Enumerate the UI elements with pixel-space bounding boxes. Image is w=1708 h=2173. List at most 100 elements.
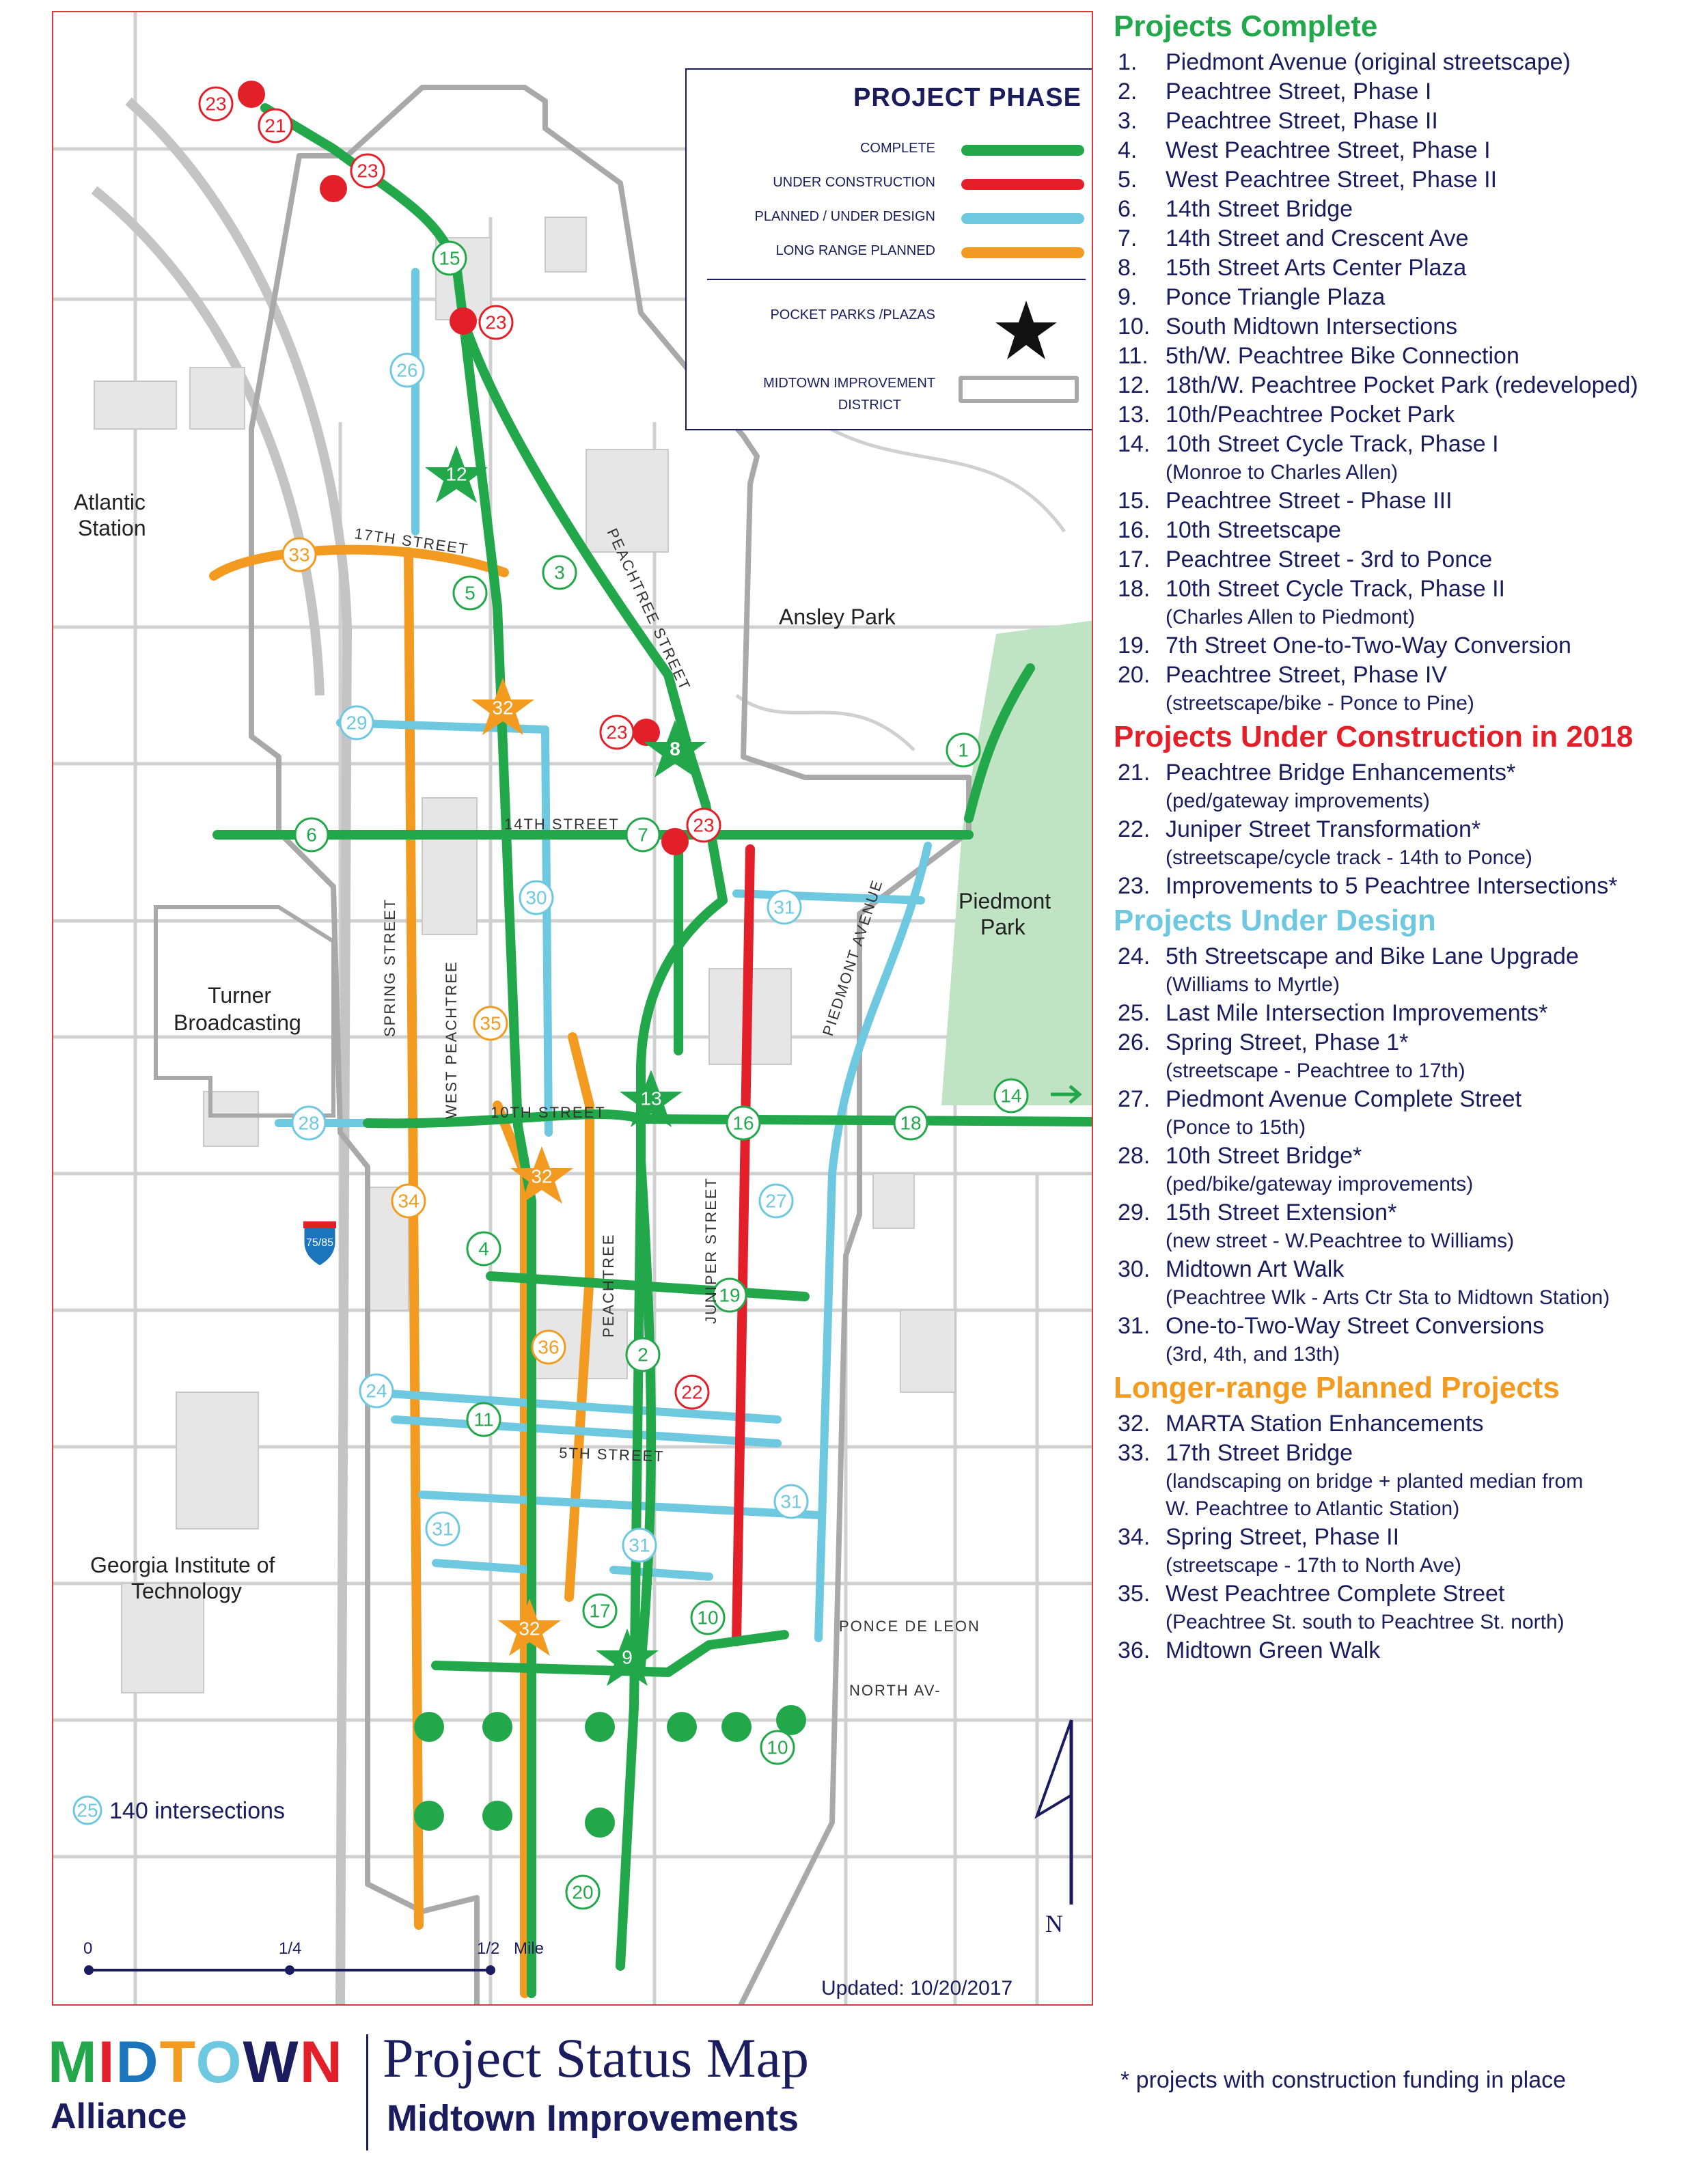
item-number: 19. [1118, 633, 1151, 659]
list-item: 17.Peachtree Street - 3rd to Ponce [1114, 545, 1708, 575]
item-number: 21. [1118, 760, 1151, 786]
list-item: 33.17th Street Bridge [1114, 1439, 1708, 1468]
logo-letter: N [299, 2030, 344, 2095]
item-text: 5th/W. Peachtree Bike Connection [1166, 343, 1519, 369]
item-number: 1. [1118, 49, 1138, 75]
scale-zero: 0 [83, 1939, 92, 1958]
marker-green [294, 240, 1029, 1910]
svg-text:26: 26 [396, 360, 417, 381]
project-list: Projects Complete 1.Piedmont Avenue (ori… [1114, 7, 1708, 1665]
logo-letter: M [48, 2030, 98, 2095]
scale-unit: Mile [514, 1939, 544, 1958]
list-item: 11.5th/W. Peachtree Bike Connection [1114, 342, 1708, 371]
svg-text:1: 1 [958, 740, 969, 761]
svg-text:32: 32 [492, 697, 513, 719]
list-item: 9.Ponce Triangle Plaza [1114, 283, 1708, 312]
item-text: 14th Street and Crescent Ave [1166, 225, 1469, 251]
legend-row-design: PLANNED / UNDER DESIGN [687, 204, 1092, 231]
street-label-ponce: PONCE DE LEON [839, 1618, 980, 1635]
legend-label: UNDER CONSTRUCTION [773, 175, 935, 190]
item-number: 13. [1118, 402, 1151, 428]
item-subtext: (Williams to Myrtle) [1166, 973, 1340, 996]
marta-stars [471, 678, 573, 1656]
item-number: 16. [1118, 517, 1151, 543]
item-number: 8. [1118, 255, 1138, 281]
pocket-park-stars [425, 445, 706, 1686]
midtown-logo: MIDTOWN [48, 2029, 344, 2096]
legend-label: DISTRICT [838, 398, 901, 413]
piedmont-park-label: Piedmont [959, 889, 1051, 913]
street-label-5th: 5TH STREET [559, 1444, 665, 1465]
street-label-north-ave: NORTH AV- [849, 1682, 941, 1699]
page-subtitle: Midtown Improvements [387, 2098, 799, 2139]
legend-swatch-complete [961, 145, 1084, 156]
legend-swatch-design [961, 213, 1084, 224]
item-text: Piedmont Avenue (original streetscape) [1166, 49, 1571, 75]
svg-text:23: 23 [693, 815, 714, 836]
legend-label: COMPLETE [859, 141, 935, 156]
svg-text:24: 24 [366, 1381, 387, 1402]
list-item: 21.Peachtree Bridge Enhancements* [1114, 758, 1708, 788]
logo-letter: I [98, 2030, 116, 2095]
piedmont-park-area [941, 620, 1092, 1105]
item-number: 35. [1118, 1581, 1151, 1607]
item-subtext: (streetscape/cycle track - 14th to Ponce… [1166, 846, 1532, 869]
item-text: Piedmont Avenue Complete Street [1166, 1086, 1522, 1112]
gatech-label-2: Technology [131, 1579, 242, 1603]
svg-text:10: 10 [697, 1607, 718, 1629]
piedmont-park-label-2: Park [980, 915, 1026, 939]
list-item: 18.10th Street Cycle Track, Phase II [1114, 575, 1708, 604]
svg-text:23: 23 [357, 161, 378, 182]
item-subtext: (streetscape - Peachtree to 17th) [1166, 1060, 1465, 1082]
item-text: Spring Street, Phase 1* [1166, 1029, 1409, 1055]
intersection-dots [414, 1705, 806, 1838]
item-number: 29. [1118, 1200, 1151, 1226]
list-item: 32.MARTA Station Enhancements [1114, 1409, 1708, 1439]
item-number: 30. [1118, 1256, 1151, 1282]
marker-numbers: 1 2 3 4 5 6 7 8 9 10 10 11 12 13 14 15 1… [77, 94, 1021, 1903]
svg-text:9: 9 [622, 1647, 633, 1668]
svg-text:36: 36 [538, 1337, 559, 1358]
item-number: 32. [1118, 1411, 1151, 1437]
item-number: 28. [1118, 1143, 1151, 1169]
updated-date: Updated: 10/20/2017 [821, 1977, 1013, 1999]
item-number: 31. [1118, 1313, 1151, 1339]
list-item: 5.West Peachtree Street, Phase II [1114, 165, 1708, 195]
list-item: 10.South Midtown Intersections [1114, 312, 1708, 342]
construction-dots [238, 81, 689, 855]
item-text: 10th Street Cycle Track, Phase II [1166, 576, 1506, 602]
item-text: 10th Streetscape [1166, 517, 1342, 543]
footer: MIDTOWN Alliance Project Status Map Midt… [0, 2015, 1708, 2173]
scale-bar: 0 1/4 1/2 Mile [83, 1939, 544, 1975]
item-subtext: (Peachtree Wlk - Arts Ctr Sta to Midtown… [1166, 1286, 1610, 1309]
svg-text:8: 8 [670, 738, 680, 760]
map[interactable]: 1 2 3 4 5 6 7 8 9 10 10 11 12 13 14 15 1… [52, 11, 1093, 2006]
item-subtext: (streetscape/bike - Ponce to Pine) [1166, 692, 1474, 715]
item-number: 2. [1118, 79, 1138, 105]
east-arrow-icon [1051, 1085, 1082, 1104]
turner-label-2: Broadcasting [174, 1010, 301, 1035]
atlantic-station-label: Atlantic [74, 490, 146, 514]
item-text: Last Mile Intersection Improvements* [1166, 1000, 1548, 1026]
item-number: 5. [1118, 167, 1138, 193]
turner-boundary [154, 905, 335, 1118]
list-item: 23.Improvements to 5 Peachtree Intersect… [1114, 872, 1708, 901]
list-item: 31.One-to-Two-Way Street Conversions [1114, 1312, 1708, 1341]
item-text: 15th Street Arts Center Plaza [1166, 255, 1467, 281]
item-text: West Peachtree Complete Street [1166, 1581, 1505, 1607]
street-label-juniper: JUNIPER STREET [702, 1177, 719, 1324]
svg-text:23: 23 [606, 722, 627, 743]
item-text: 10th/Peachtree Pocket Park [1166, 402, 1455, 428]
svg-text:12: 12 [445, 464, 467, 485]
list-item: 28.10th Street Bridge* [1114, 1141, 1708, 1171]
gatech-label: Georgia Institute of [90, 1553, 275, 1577]
item-number: 24. [1118, 943, 1151, 969]
scale-half: 1/2 [477, 1939, 499, 1958]
item-number: 9. [1118, 284, 1138, 310]
item-subtext: (Ponce to 15th) [1166, 1116, 1306, 1139]
item-text: 10th Street Cycle Track, Phase I [1166, 431, 1499, 457]
list-item: 29.15th Street Extension* [1114, 1198, 1708, 1228]
list-item: 1. Piedmont Avenue (original streetscape) [1114, 48, 1708, 77]
item-text: Peachtree Street, Phase II [1166, 108, 1438, 134]
list-item: 36.Midtown Green Walk [1114, 1636, 1708, 1665]
